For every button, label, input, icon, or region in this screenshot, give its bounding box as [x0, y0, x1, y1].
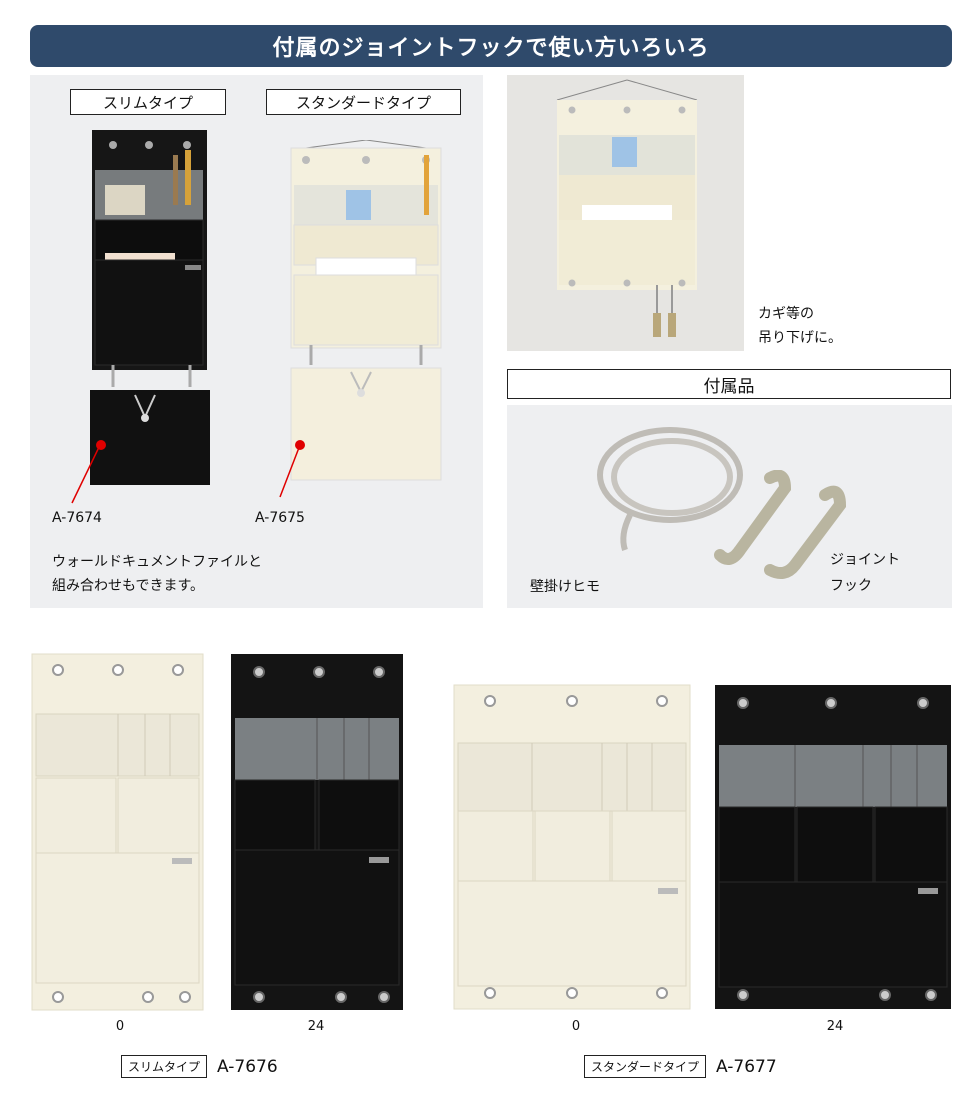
key-hanging-photo — [507, 75, 744, 351]
model-standard-code: A-7677 — [716, 1056, 777, 1077]
page-banner: 付属のジョイントフックで使い方いろいろ — [30, 25, 952, 67]
combination-note-1: ウォールドキュメントファイルと — [52, 554, 262, 570]
product-num-3: 0 — [571, 1019, 581, 1034]
hook-label-1: ジョイント — [830, 552, 900, 568]
key-caption-2: 吊り下げに。 — [758, 330, 842, 346]
product-slim-ivory — [31, 653, 204, 1011]
product-num-1: 0 — [115, 1019, 125, 1034]
product-slim-black — [231, 654, 403, 1010]
joint-hook-image — [714, 470, 847, 580]
slim-pointer-dot — [96, 440, 106, 450]
accessories-title: 付属品 — [507, 369, 951, 399]
slim-pointer-line — [71, 445, 101, 504]
model-slim-code: A-7676 — [217, 1056, 278, 1077]
model-standard: スタンダードタイプ A-7677 — [584, 1055, 777, 1078]
banner-title: 付属のジョイントフックで使い方いろいろ — [272, 36, 710, 61]
standard-ivory-organizer-photo — [290, 140, 442, 481]
wall-rope-image — [597, 427, 743, 551]
standard-pointer-line — [279, 445, 301, 498]
accessories-panel — [507, 405, 952, 608]
standard-type-label: スタンダードタイプ — [266, 89, 461, 115]
slim-type-label: スリムタイプ — [70, 89, 226, 115]
key-caption-1: カギ等の — [758, 306, 814, 322]
hook-label-2: フック — [830, 578, 872, 594]
product-num-4: 24 — [826, 1019, 844, 1034]
model-slim: スリムタイプ A-7676 — [121, 1055, 278, 1078]
slim-code: A-7674 — [52, 510, 102, 526]
slim-black-organizer-photo — [90, 130, 210, 485]
standard-code: A-7675 — [255, 510, 305, 526]
rope-label: 壁掛けヒモ — [530, 579, 600, 595]
product-standard-black — [715, 685, 951, 1009]
product-num-2: 24 — [307, 1019, 325, 1034]
product-standard-ivory — [453, 684, 691, 1010]
model-slim-type: スリムタイプ — [121, 1055, 208, 1078]
combination-note-2: 組み合わせもできます。 — [52, 578, 205, 594]
model-standard-type: スタンダードタイプ — [584, 1055, 707, 1078]
